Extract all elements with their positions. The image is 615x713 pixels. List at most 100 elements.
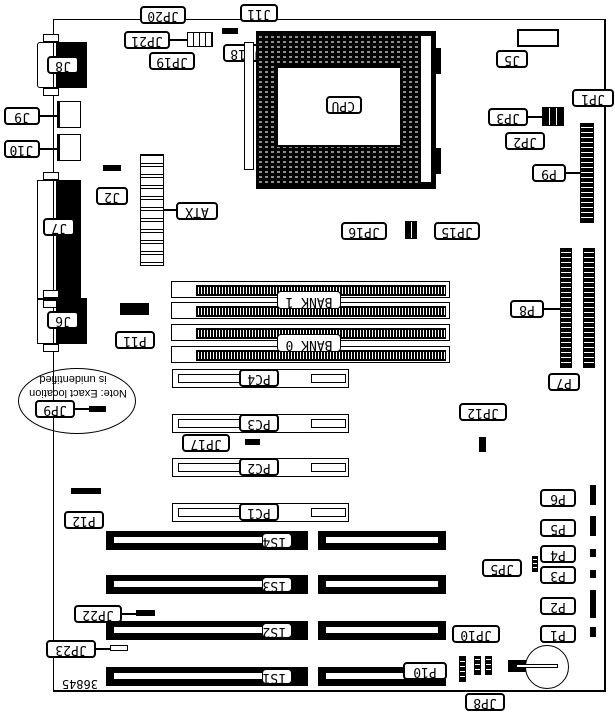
label-p4: P4: [540, 545, 576, 563]
p1-header: [590, 627, 596, 637]
note-text-line1: Note: Exact location: [29, 387, 127, 399]
p9-leader: [566, 172, 580, 174]
board-edge-right: [604, 19, 606, 229]
j8-connector: [37, 42, 57, 88]
p8-leader: [544, 308, 560, 310]
p7-header: [583, 248, 595, 368]
cpu-die-area: [276, 66, 402, 147]
label-jp8: JP8: [465, 693, 505, 711]
p6-header: [590, 485, 596, 505]
label-j6: J6: [47, 311, 79, 329]
atx-leader: [164, 209, 176, 211]
label-jp3: JP3: [488, 108, 528, 126]
label-pc2: PC2: [239, 458, 279, 476]
label-jp23: JP23: [46, 640, 96, 658]
label-jp5: JP5: [482, 559, 522, 577]
jp9-leader: [75, 408, 89, 410]
label-jp2: JP2: [505, 132, 545, 150]
board-edge-bottom: [53, 690, 606, 692]
jp9-jumper: [89, 406, 106, 412]
isa-slot-is2-right: [318, 621, 446, 640]
jp10-jumper: [474, 656, 481, 675]
j7-connector: [37, 180, 57, 300]
cpu-clip-top: [436, 48, 441, 74]
p11-header: [120, 303, 149, 315]
cpu-retention-left: [244, 42, 254, 170]
label-jp12: JP12: [459, 403, 507, 421]
isa-slot-is4-right: [318, 531, 446, 550]
jp22-jumper: [136, 610, 155, 616]
label-bank0: BANK 0: [277, 334, 341, 352]
jp1-jp3-block: [542, 107, 564, 126]
p2-header: [590, 590, 596, 618]
label-jp10: JP10: [452, 625, 500, 643]
label-p12: P12: [64, 511, 104, 529]
label-is3: IS3: [262, 577, 292, 593]
label-p2: P2: [540, 597, 576, 615]
j6-screw-bottom: [43, 344, 59, 352]
j7-connector-body: [56, 180, 81, 300]
board-edge-left: [53, 19, 54, 691]
label-is1: IS1: [262, 669, 292, 685]
label-cpu: CPU: [326, 96, 362, 114]
label-jp20: JP20: [140, 6, 186, 24]
label-atx: ATX: [176, 202, 218, 220]
p5-header: [590, 516, 596, 536]
label-pc3: PC3: [239, 414, 279, 432]
figure-id: 36845: [61, 677, 98, 691]
jp23-leader: [96, 648, 110, 650]
label-j2: J2: [96, 187, 128, 205]
cpu-clip-bottom: [436, 148, 441, 174]
label-jp22: JP22: [74, 605, 122, 623]
label-j7: J7: [43, 218, 75, 236]
label-is2: IS2: [262, 623, 292, 639]
label-p1: P1: [540, 625, 576, 643]
label-jp19: JP19: [149, 52, 195, 70]
battery-clip: [516, 664, 558, 668]
j8-screw-bottom: [43, 88, 59, 96]
label-pc1: PC1: [239, 503, 279, 521]
label-j9: J9: [4, 107, 40, 125]
note-text-line2: is unidentified: [39, 373, 107, 385]
j6-connector: [37, 298, 57, 344]
p4-header: [590, 549, 596, 557]
label-is4: IS4: [262, 533, 292, 549]
label-p5: P5: [540, 519, 576, 537]
jp17-jumper: [245, 439, 260, 445]
jp-block-18-21: [187, 32, 213, 47]
note-ellipse: [18, 368, 136, 434]
label-p6: P6: [540, 489, 576, 507]
label-p9: P9: [532, 164, 566, 182]
label-jp16: JP16: [341, 222, 387, 240]
j10-leader: [40, 148, 57, 150]
jp22-leader: [122, 613, 136, 615]
isa-slot-is3-right: [318, 575, 446, 594]
label-p3: P3: [540, 566, 576, 584]
board-edge-top2: [53, 19, 605, 20]
j7-screw-top: [43, 172, 59, 180]
label-p11: P11: [115, 331, 155, 349]
j5-connector: [517, 29, 559, 47]
jp23-jumper: [110, 645, 128, 651]
isa-slot-is3-left: [106, 575, 308, 594]
jp21-leader: [170, 39, 187, 41]
atx-connector: [140, 154, 164, 266]
jp12-jumper: [479, 437, 486, 452]
label-j8: J8: [47, 56, 79, 74]
label-jp9: JP9: [35, 400, 75, 418]
label-bank1: BANK 1: [277, 291, 341, 309]
jp8-jumper: [485, 656, 492, 675]
label-pc4: PC4: [239, 369, 279, 387]
j10-connector: [57, 134, 81, 161]
p10-header: [459, 656, 466, 682]
label-j11: J11: [240, 4, 278, 22]
j11-jumper: [222, 28, 238, 34]
p3-header: [590, 570, 596, 578]
j8-screw-top: [43, 34, 59, 42]
label-jp21: JP21: [124, 31, 170, 49]
board-edge-right-lower: [604, 229, 606, 691]
jp3-leader: [528, 116, 542, 118]
p12-header: [71, 488, 101, 494]
j9-connector: [57, 101, 81, 128]
isa-slot-is4-left: [106, 531, 308, 550]
